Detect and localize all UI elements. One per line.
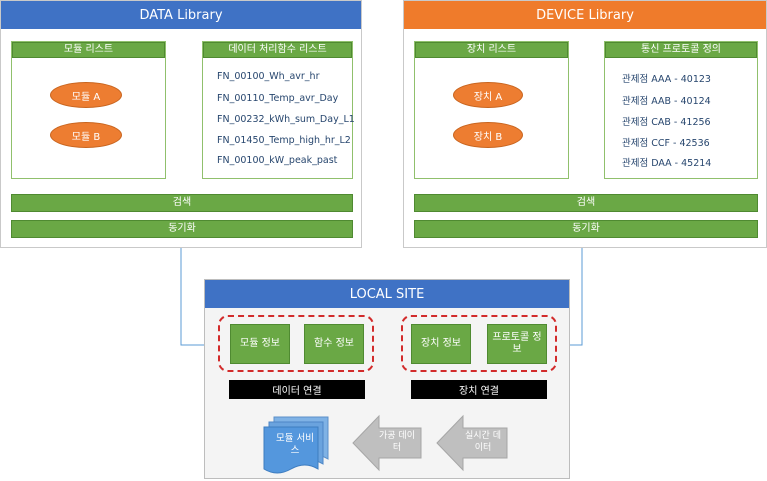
function-list-title: 데이터 처리함수 리스트: [203, 42, 352, 58]
local-site-panel: LOCAL SITE 모듈 정보 함수 정보 장치 정보 프로토콜 정보 데이터…: [204, 279, 570, 479]
device-info-group: [401, 315, 557, 372]
device-b[interactable]: 장치 B: [453, 122, 523, 148]
function-item[interactable]: FN_00100_kW_peak_past: [217, 155, 338, 166]
module-b[interactable]: 모듈 B: [50, 122, 122, 148]
processed-data-label: 가공 데이터: [379, 431, 415, 453]
device-search-button[interactable]: 검색: [414, 194, 758, 212]
data-sync-button[interactable]: 동기화: [11, 220, 353, 238]
function-item[interactable]: FN_00232_kWh_sum_Day_L1: [217, 114, 355, 125]
device-library-panel: DEVICE Library 장치 리스트 장치 A 장치 B 통신 프로토콜 …: [403, 0, 767, 248]
module-info-box[interactable]: 모듈 정보: [230, 324, 290, 364]
function-item[interactable]: FN_00110_Temp_avr_Day: [217, 93, 339, 104]
realtime-data-label: 실시간 데이터: [465, 431, 501, 453]
module-a[interactable]: 모듈 A: [50, 82, 122, 108]
function-info-box[interactable]: 함수 정보: [304, 324, 364, 364]
device-library-title: DEVICE Library: [404, 1, 766, 29]
processed-data-arrow: [352, 414, 422, 472]
data-library-title: DATA Library: [1, 1, 361, 29]
data-link-bar: 데이터 연결: [229, 380, 365, 399]
device-list-box: 장치 리스트 장치 A 장치 B: [414, 41, 569, 179]
data-search-button[interactable]: 검색: [11, 194, 353, 212]
module-service-icon: [263, 416, 329, 474]
protocol-item[interactable]: 관제점 CAB - 41256: [622, 117, 711, 128]
protocol-item[interactable]: 관제점 AAA - 40123: [622, 74, 711, 85]
function-item[interactable]: FN_00100_Wh_avr_hr: [217, 71, 320, 82]
device-sync-button[interactable]: 동기화: [414, 220, 758, 238]
module-service-label: 모듈 서비스: [276, 433, 314, 456]
protocol-list-box: 통신 프로토콜 정의 관제점 AAA - 40123 관제점 AAB - 401…: [604, 41, 758, 179]
module-list-box: 모듈 리스트 모듈 A 모듈 B: [11, 41, 166, 179]
device-link-bar: 장치 연결: [411, 380, 547, 399]
module-list-title: 모듈 리스트: [12, 42, 165, 58]
protocol-item[interactable]: 관제점 CCF - 42536: [622, 138, 710, 149]
function-list-box: 데이터 처리함수 리스트 FN_00100_Wh_avr_hr FN_00110…: [202, 41, 355, 179]
data-library-panel: DATA Library 모듈 리스트 모듈 A 모듈 B 데이터 처리함수 리…: [0, 0, 362, 248]
protocol-item[interactable]: 관제점 AAB - 40124: [622, 96, 711, 107]
local-site-title: LOCAL SITE: [205, 280, 569, 308]
device-info-box[interactable]: 장치 정보: [411, 324, 471, 364]
function-item[interactable]: FN_01450_Temp_high_hr_L2: [217, 135, 351, 146]
protocol-info-box[interactable]: 프로토콜 정보: [487, 324, 547, 364]
realtime-data-arrow: [436, 414, 508, 472]
protocol-item[interactable]: 관제점 DAA - 45214: [622, 158, 712, 169]
device-list-title: 장치 리스트: [415, 42, 568, 58]
data-info-group: [218, 315, 374, 372]
device-a[interactable]: 장치 A: [453, 82, 523, 108]
protocol-list-title: 통신 프로토콜 정의: [605, 42, 757, 58]
